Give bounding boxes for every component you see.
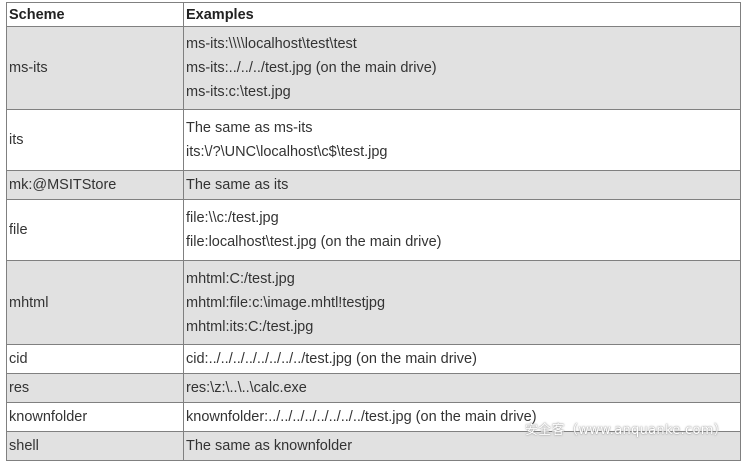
examples-cell: file:\\c:/test.jpg file:localhost\test.j… (183, 199, 741, 261)
scheme-cell: file (6, 199, 184, 261)
example-line: ms-its:c:\test.jpg (186, 84, 291, 100)
examples-cell: mhtml:C:/test.jpg mhtml:file:c:\image.mh… (183, 260, 741, 345)
header-examples: Examples (183, 2, 741, 27)
example-line: cid:../../../../../../../../test.jpg (on… (186, 351, 477, 367)
scheme-examples-table: Scheme Examples ms-its ms-its:\\\\localh… (6, 2, 741, 461)
example-line: file:localhost\test.jpg (on the main dri… (186, 234, 442, 250)
table-row: mhtml mhtml:C:/test.jpg mhtml:file:c:\im… (6, 260, 741, 345)
examples-cell: knownfolder:../../../../../../../../test… (183, 402, 741, 432)
example-line: file:\\c:/test.jpg (186, 210, 279, 226)
scheme-cell: mk:@MSITStore (6, 170, 184, 200)
example-line: The same as its (186, 177, 289, 193)
scheme-cell: mhtml (6, 260, 184, 345)
table-row: ms-its ms-its:\\\\localhost\test\test ms… (6, 26, 741, 110)
table-row: cid cid:../../../../../../../../test.jpg… (6, 344, 741, 374)
example-line: knownfolder:../../../../../../../../test… (186, 409, 537, 425)
examples-cell: cid:../../../../../../../../test.jpg (on… (183, 344, 741, 374)
table-row: res res:\z:\..\..\calc.exe (6, 373, 741, 403)
site-watermark: 安全客（www.anquanke.com） (525, 423, 727, 438)
scheme-cell: shell (6, 431, 184, 461)
table-header-row: Scheme Examples (6, 2, 741, 27)
scheme-cell: cid (6, 344, 184, 374)
table-row: file file:\\c:/test.jpg file:localhost\t… (6, 199, 741, 261)
examples-cell: ms-its:\\\\localhost\test\test ms-its:..… (183, 26, 741, 110)
example-line: mhtml:C:/test.jpg (186, 270, 295, 287)
scheme-cell: knownfolder (6, 402, 184, 432)
example-line: mhtml:file:c:\image.mhtl!testjpg (186, 294, 386, 311)
table-row: knownfolder knownfolder:../../../../../.… (6, 402, 741, 432)
table-row: its The same as ms-its its:\/?\UNC\local… (6, 109, 741, 171)
examples-cell: res:\z:\..\..\calc.exe (183, 373, 741, 403)
examples-cell: The same as ms-its its:\/?\UNC\localhost… (183, 109, 741, 171)
example-line: ms-its:../../../test.jpg (on the main dr… (186, 60, 437, 76)
header-scheme: Scheme (6, 2, 184, 27)
scheme-cell: ms-its (6, 26, 184, 110)
examples-cell: The same as its (183, 170, 741, 200)
scheme-cell: its (6, 109, 184, 171)
table-row: mk:@MSITStore The same as its (6, 170, 741, 200)
example-line: The same as ms-its (186, 120, 313, 136)
example-line: its:\/?\UNC\localhost\c$\test.jpg (186, 144, 388, 160)
scheme-cell: res (6, 373, 184, 403)
example-line: ms-its:\\\\localhost\test\test (186, 36, 357, 52)
example-line: mhtml:its:C:/test.jpg (186, 318, 314, 335)
example-line: res:\z:\..\..\calc.exe (186, 380, 307, 396)
